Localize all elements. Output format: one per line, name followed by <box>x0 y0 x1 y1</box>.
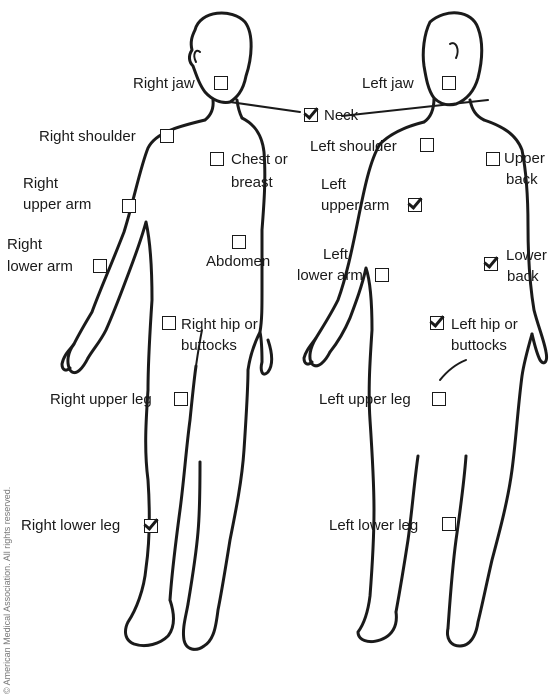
checkbox-left-shoulder[interactable] <box>420 138 434 152</box>
label-left-shoulder: Left shoulder <box>310 137 397 156</box>
label-left-hip-line1: Left hip or <box>451 315 518 334</box>
label-upper-back-line2: back <box>506 170 538 189</box>
label-upper-back-line1: Upper <box>504 149 545 168</box>
label-right-upper-arm-line1: Right <box>23 174 58 193</box>
checkbox-left-jaw[interactable] <box>442 76 456 90</box>
copyright-notice: © American Medical Association. All righ… <box>2 314 12 694</box>
checkbox-right-shoulder[interactable] <box>160 129 174 143</box>
label-left-jaw: Left jaw <box>362 74 414 93</box>
label-chest-line2: breast <box>231 173 273 192</box>
label-right-upper-arm-line2: upper arm <box>23 195 91 214</box>
back-ear <box>450 43 458 58</box>
label-abdomen: Abdomen <box>206 252 270 271</box>
label-right-lower-arm-line2: lower arm <box>7 257 73 276</box>
label-left-lower-leg: Left lower leg <box>329 516 418 535</box>
label-left-upper-arm-line2: upper arm <box>321 196 389 215</box>
label-left-hip-line2: buttocks <box>451 336 507 355</box>
checkbox-chest[interactable] <box>210 152 224 166</box>
label-lower-back-line1: Lower <box>506 246 547 265</box>
label-left-upper-leg: Left upper leg <box>319 390 411 409</box>
checkbox-left-lower-arm[interactable] <box>375 268 389 282</box>
checkbox-left-upper-leg[interactable] <box>432 392 446 406</box>
label-neck: Neck <box>324 106 358 125</box>
checkbox-upper-back[interactable] <box>486 152 500 166</box>
label-right-hip-line1: Right hip or <box>181 315 258 334</box>
label-left-lower-arm-line2: lower arm <box>297 266 363 285</box>
front-ear <box>194 51 200 62</box>
label-right-upper-leg: Right upper leg <box>50 390 152 409</box>
label-chest-line1: Chest or <box>231 150 288 169</box>
checkbox-right-upper-leg[interactable] <box>174 392 188 406</box>
label-right-lower-leg: Right lower leg <box>21 516 120 535</box>
checkbox-neck[interactable] <box>304 108 318 122</box>
label-left-lower-arm-line1: Left <box>323 245 348 264</box>
neck-leader-line-right <box>342 100 488 116</box>
checkbox-right-hip[interactable] <box>162 316 176 330</box>
checkbox-right-lower-arm[interactable] <box>93 259 107 273</box>
checkbox-right-jaw[interactable] <box>214 76 228 90</box>
checkbox-left-hip[interactable] <box>430 316 444 330</box>
label-right-jaw: Right jaw <box>133 74 195 93</box>
label-right-lower-arm-line1: Right <box>7 235 42 254</box>
checkbox-right-lower-leg[interactable] <box>144 519 158 533</box>
checkbox-right-upper-arm[interactable] <box>122 199 136 213</box>
label-right-shoulder: Right shoulder <box>39 127 136 146</box>
label-left-upper-arm-line1: Left <box>321 175 346 194</box>
label-lower-back-line2: back <box>507 267 539 286</box>
checkbox-lower-back[interactable] <box>484 257 498 271</box>
checkbox-left-lower-leg[interactable] <box>442 517 456 531</box>
checkbox-left-upper-arm[interactable] <box>408 198 422 212</box>
back-head <box>423 13 482 105</box>
front-neck-line <box>205 100 213 120</box>
checkbox-abdomen[interactable] <box>232 235 246 249</box>
label-right-hip-line2: buttocks <box>181 336 237 355</box>
